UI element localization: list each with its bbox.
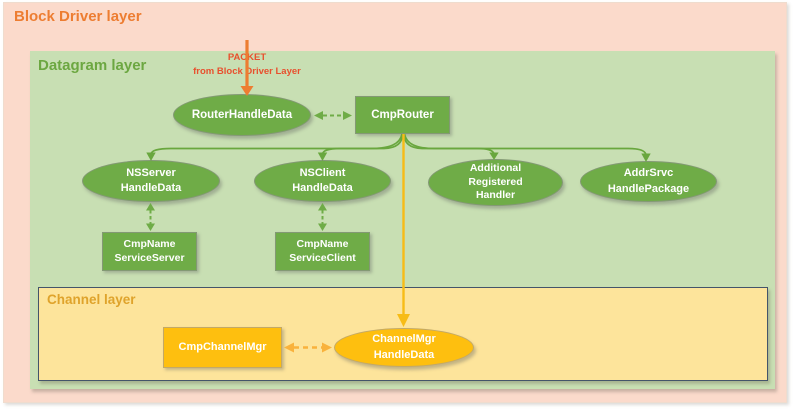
node-nsclient-handle-data: NSClient HandleData xyxy=(254,160,391,202)
node-nsserver-handle-data: NSServer HandleData xyxy=(82,160,220,202)
node-additional-registered-handler: Additional Registered Handler xyxy=(428,159,563,206)
node-cmp-name-service-server: CmpName ServiceServer xyxy=(102,232,197,271)
packet-annotation: PACKET from Block Driver Layer xyxy=(193,52,301,77)
node-addrsrvc-handle-package: AddrSrvc HandlePackage xyxy=(580,161,717,202)
node-cmp-channel-mgr: CmpChannelMgr xyxy=(163,327,282,368)
node-channel-mgr-handle-data: ChannelMgr HandleData xyxy=(334,328,474,367)
node-cmp-name-service-client: CmpName ServiceClient xyxy=(275,232,370,271)
channel-layer-title: Channel layer xyxy=(47,292,136,307)
node-cmp-router: CmpRouter xyxy=(355,96,450,134)
node-router-handle-data: RouterHandleData xyxy=(173,94,311,136)
datagram-layer-title: Datagram layer xyxy=(38,57,147,74)
block-driver-layer-title: Block Driver layer xyxy=(14,8,142,25)
